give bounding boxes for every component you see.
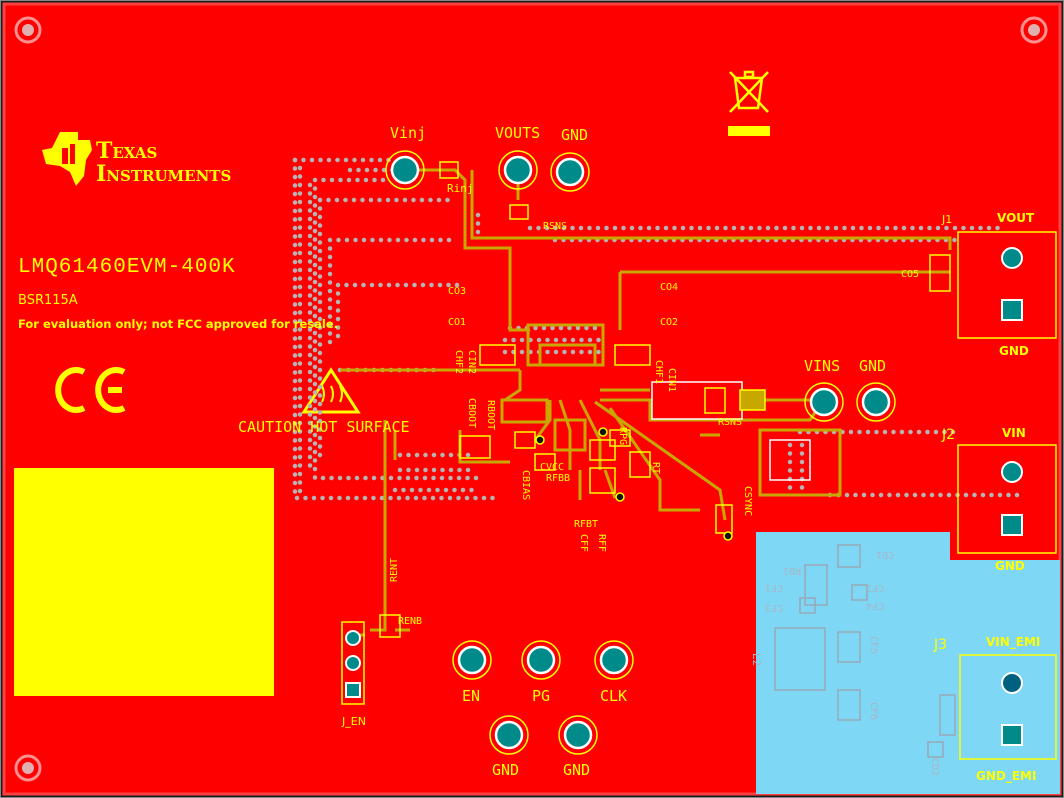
connector-j3-pin (1001, 724, 1023, 746)
connector-label-gnd: GND (999, 344, 1029, 358)
connector-j2 (957, 444, 1057, 554)
refdes-rt: RT (650, 462, 661, 475)
refdes-l2: L2 (750, 652, 764, 667)
tp-label-gnd: GND (561, 126, 589, 144)
refdes-cf4: CF4 (866, 600, 885, 611)
refdes-cd2: CD2 (929, 757, 941, 777)
connector-label-j1: J1 (942, 213, 953, 226)
mounting-hole (14, 754, 42, 782)
copper-trace (340, 168, 952, 637)
refdes-cvcc: CVCC (540, 462, 565, 473)
refdes-cf5: CF5 (868, 635, 880, 655)
refdes-co3: CO3 (448, 286, 467, 297)
logo-instruments: Instruments (96, 161, 232, 187)
tp-label-gnd: GND (563, 761, 591, 779)
connector-label-vin: VIN (1002, 426, 1026, 440)
refdes-rfbb: RFBB (546, 473, 571, 484)
connector-j2-pin (1001, 461, 1023, 483)
hot-surface-warning-icon (301, 367, 361, 414)
via (535, 427, 733, 541)
refdes-co1: CO1 (448, 317, 467, 328)
refdes-rboot: RBOOT (485, 400, 496, 431)
logo-texas: Texas (96, 138, 158, 164)
connector-j1-pin (1001, 299, 1023, 321)
refdes-cbias: CBIAS (520, 470, 531, 501)
test-point (390, 155, 891, 750)
refdes-co5: CO5 (901, 269, 920, 280)
header-j-en (341, 621, 365, 705)
refdes-rsns: RSNS (718, 417, 743, 428)
tp-label-vouts: VOUTS (495, 124, 541, 142)
tp-label-en: EN (462, 687, 481, 705)
connector-label-vin-emi: VIN_EMI (986, 635, 1041, 649)
refdes-rfbt: RFBT (574, 519, 599, 530)
weee-recycle-icon (729, 70, 769, 113)
connector-j3-pin (1001, 672, 1023, 694)
connector-j1 (957, 231, 1057, 339)
mounting-hole (14, 16, 42, 44)
weee-bar (728, 126, 770, 136)
connector-label-vout: VOUT (997, 211, 1035, 225)
ti-logo-icon (42, 132, 92, 186)
refdes-rff: RFF (596, 534, 607, 553)
tp-label-vins: VINS (804, 357, 841, 375)
emi-filter-region (756, 532, 1060, 794)
refdes-cin1: CIN1 (666, 368, 677, 393)
connector-j2-pin (1001, 514, 1023, 536)
tp-label-vinj: Vinj (390, 124, 427, 142)
tp-label-gnd: GND (492, 761, 520, 779)
refdes-chf2: CHF2 (453, 350, 464, 375)
refdes-rent: RENT (389, 557, 400, 582)
refdes-rinj: Rinj (447, 182, 474, 195)
connector-j3 (959, 654, 1057, 760)
connector-label-j3: J3 (934, 637, 948, 653)
refdes-cf3: CF3 (765, 602, 784, 613)
refdes-cf6: CF6 (868, 701, 880, 721)
refdes-cd1: CD1 (876, 549, 895, 560)
copper-pour (500, 323, 605, 452)
label-area (14, 468, 274, 696)
refdes-cf1: CF1 (765, 582, 784, 593)
connector-j1-pin (1001, 247, 1023, 269)
mounting-hole (1020, 16, 1048, 44)
refdes-co4: CO4 (660, 282, 679, 293)
tp-label-clk: CLK (600, 687, 628, 705)
disclaimer-text: For evaluation only; not FCC approved fo… (18, 317, 338, 331)
refdes-cin2: CIN2 (466, 350, 477, 375)
connector-label-j-en: J_EN (342, 715, 366, 728)
board-part-number: LMQ61460EVM-400K (18, 256, 236, 279)
test-point-ring (385, 150, 896, 755)
tp-label-gnd: GND (859, 357, 887, 375)
refdes-rsns: RSNS (543, 221, 568, 232)
board-id: BSR115A (18, 293, 78, 308)
refdes-rpg: RPG (617, 427, 628, 446)
refdes-chf1: CHF1 (653, 360, 664, 385)
tp-label-pg: PG (532, 687, 551, 705)
component-outline (379, 161, 951, 638)
refdes-cboot: CBOOT (466, 398, 477, 429)
emi-component-outline (774, 544, 956, 758)
connector-label-gnd-emi: GND_EMI (976, 769, 1037, 783)
ce-mark-icon (55, 367, 126, 413)
refdes-csync: CSYNC (742, 486, 753, 517)
header-pin (345, 630, 361, 698)
connector-label-gnd: GND (995, 559, 1025, 573)
refdes-cff: CFF (578, 534, 589, 553)
refdes-co2: CO2 (660, 317, 679, 328)
refdes-rd1: RD1 (783, 565, 802, 576)
refdes-renb: RENB (398, 616, 423, 627)
caution-text: CAUTION HOT SURFACE (238, 418, 410, 436)
refdes-cf2: CF2 (866, 582, 885, 593)
connector-label-j2: J2 (942, 427, 956, 443)
